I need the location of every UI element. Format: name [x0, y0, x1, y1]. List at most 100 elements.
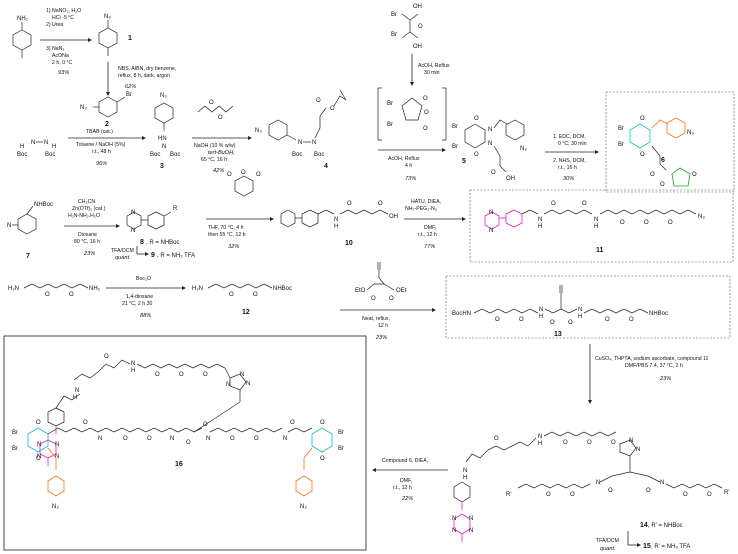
scheme-text: Zn(OTf)₂ (cat.)	[72, 206, 106, 212]
scheme-text: R	[173, 206, 178, 212]
scheme-text: O	[389, 296, 394, 302]
scheme-text: CH₃CN	[78, 199, 95, 205]
scheme-text: NHBoc	[649, 311, 668, 317]
scheme-text: O	[203, 372, 208, 378]
scheme-text: Neat, reflux,	[362, 316, 390, 322]
compound-4-label: 4	[324, 163, 328, 170]
compound-13-structure: BocHN O O N H O O N H O O NHBoc	[452, 285, 668, 326]
scheme-text: N	[452, 528, 456, 534]
scheme-text: 77%	[424, 244, 435, 250]
scheme-text: N	[312, 140, 316, 146]
compound-11-structure: N N N H O O N H O O O N₃	[484, 201, 705, 234]
scheme-text: O	[69, 292, 74, 298]
scheme-text: N	[334, 217, 338, 223]
scheme-text: 96%	[96, 161, 107, 167]
scheme-text: O	[227, 172, 232, 178]
scheme-text: O	[254, 436, 259, 442]
scheme-text: Br	[452, 124, 458, 130]
scheme-text: O	[320, 420, 325, 426]
scheme-text: O	[45, 292, 50, 298]
compound-11-box	[469, 189, 734, 263]
compound-4-structure: N₃ N N Boc Boc O O	[255, 89, 347, 158]
scheme-text: 62%	[125, 84, 136, 90]
scheme-text: Boc	[150, 152, 160, 158]
scheme-text: NH₂	[89, 286, 101, 292]
scheme-text: O	[320, 456, 325, 462]
compound-1-label: 1	[128, 35, 132, 42]
scheme-text: O	[660, 182, 665, 188]
scheme-text: O	[209, 100, 214, 106]
compound-7-structure: N NHBoc	[7, 202, 53, 235]
scheme-text: O	[650, 172, 655, 178]
scheme-text: O	[104, 354, 109, 360]
scheme-text: O	[568, 320, 573, 326]
scheme-text: N₃	[52, 504, 59, 510]
scheme-text: O	[241, 170, 246, 176]
compound-7-label: 7	[26, 253, 30, 260]
scheme-text: Br	[387, 122, 393, 128]
compound-11-label: 11	[596, 247, 604, 254]
scheme-text: 23%	[83, 251, 95, 257]
scheme-text: N	[240, 372, 244, 378]
scheme-text: O	[423, 96, 428, 102]
scheme-text: O	[36, 420, 41, 426]
scheme-text: 23%	[375, 335, 387, 341]
scheme-text: THF, 70 °C, 4 h	[208, 225, 244, 231]
scheme-text: NH₂-PEG₃-N₃	[405, 206, 437, 212]
scheme-text: , R = NH₃ TFA	[157, 253, 195, 259]
scheme-text: N₃	[687, 130, 694, 136]
scheme-text: DMF,	[424, 225, 436, 231]
scheme-text: , R' = NHBoc	[648, 523, 683, 529]
scheme-text: O	[608, 488, 613, 494]
scheme-text: N	[660, 480, 664, 486]
scheme-text: N	[539, 307, 543, 313]
scheme-text: Toluene / NaOH (5%)	[76, 142, 126, 148]
scheme-text: O	[230, 436, 235, 442]
glutaric-anhydride-structure: O O O	[227, 170, 261, 197]
scheme-text: O	[36, 456, 41, 462]
scheme-text: N₃	[300, 504, 307, 510]
scheme-text: AcOH, Reflux	[418, 63, 450, 69]
scheme-text: O	[519, 317, 524, 323]
scheme-text: H	[463, 475, 467, 481]
p-toluidine-structure: NH₂	[12, 16, 32, 58]
scheme-text: O	[330, 106, 335, 112]
scheme-text: then 55 °C, 12 h	[208, 232, 246, 238]
scheme-text: O	[563, 440, 568, 446]
scheme-text: H₂N-NH₂.H₂O	[68, 213, 100, 219]
compound-14-label: 14	[640, 522, 648, 529]
compound-14-structure: O N H O O O N N O O N N O O R' O O R' N …	[452, 431, 729, 542]
scheme-text: OH	[389, 214, 398, 220]
scheme-text: HATU, DIEA,	[411, 199, 441, 205]
scheme-text: Boc₂O	[136, 276, 151, 282]
scheme-text: N	[31, 140, 35, 146]
scheme-text: AcOH, Reflux	[388, 156, 420, 162]
scheme-text: R'	[506, 492, 511, 498]
scheme-text: O	[587, 440, 592, 446]
scheme-text: O	[229, 292, 234, 298]
scheme-text: N₃	[80, 105, 87, 111]
scheme-text: Br	[12, 446, 18, 452]
compound-12-structure: H₂N O O NHBoc	[192, 283, 292, 298]
scheme-text: H	[20, 144, 24, 150]
scheme-text: 4 h	[405, 163, 412, 169]
scheme-text: 73%	[405, 176, 416, 182]
scheme-text: N	[37, 442, 41, 448]
scheme-text: TBAB (cat.)	[86, 129, 113, 135]
scheme-text: O	[640, 116, 645, 122]
compound-16-label: 16	[175, 461, 183, 468]
scheme-text: N	[98, 436, 102, 442]
scheme-text: Br	[618, 126, 624, 132]
scheme-text: HCl -5 °C	[52, 15, 74, 21]
scheme-text: R'	[724, 490, 729, 496]
scheme-text: 2. NHS, DCM,	[553, 158, 586, 164]
scheme-text: O	[371, 296, 376, 302]
scheme-text: O	[629, 317, 634, 323]
scheme-text: O	[423, 126, 428, 132]
scheme-text: O	[253, 292, 258, 298]
scheme-text: Br	[12, 430, 18, 436]
scheme-text: N	[246, 381, 250, 387]
scheme-text: O	[424, 110, 429, 116]
scheme-text: N	[463, 468, 467, 474]
